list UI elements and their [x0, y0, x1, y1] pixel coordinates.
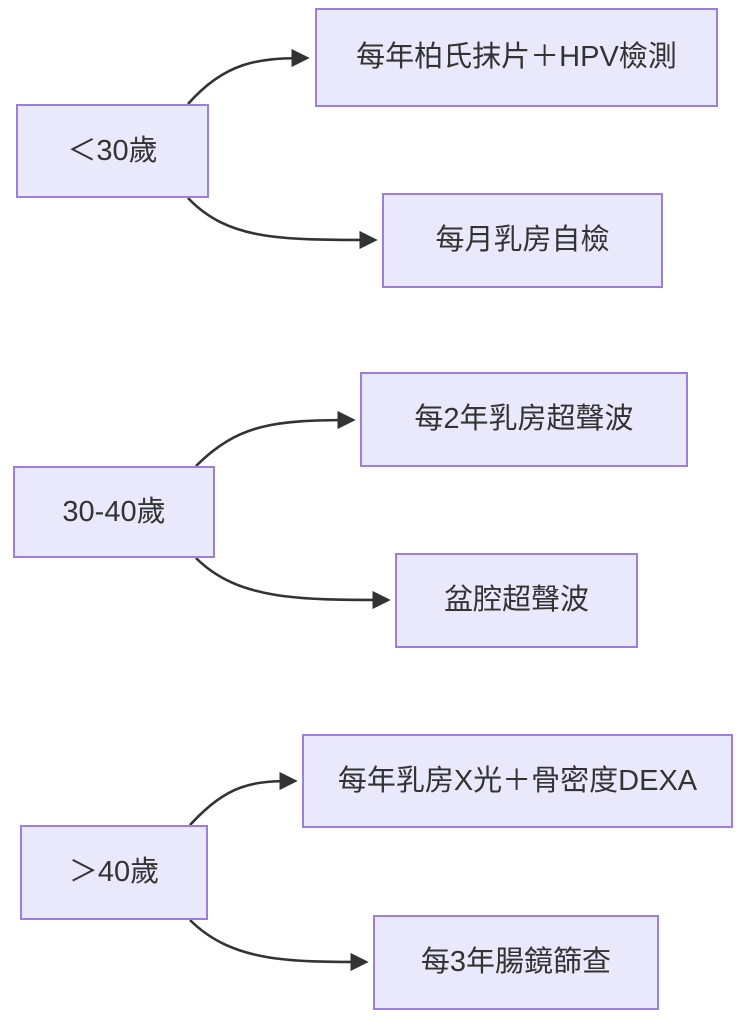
edge-over40-to-colonoscopy	[189, 919, 369, 972]
node-colonoscopy-3y: 每3年腸鏡篩查	[373, 915, 659, 1010]
edge-3040-to-breast-ultrasound	[195, 410, 356, 467]
edge-over40-to-mammo-dexa	[189, 771, 298, 826]
node-monthly-breast-self-exam: 每月乳房自檢	[382, 193, 663, 288]
node-annual-pap-hpv: 每年柏氏抹片＋HPV檢測	[315, 8, 718, 107]
node-breast-ultrasound-2y: 每2年乳房超聲波	[360, 372, 688, 467]
edge-under30-to-pap-hpv	[187, 48, 310, 105]
edge-under30-to-self-exam	[187, 197, 378, 250]
node-age-30-40: 30-40歲	[13, 466, 215, 558]
node-age-over-40: ＞40歲	[20, 825, 208, 920]
node-age-under-30: ＜30歲	[16, 104, 209, 198]
node-pelvic-ultrasound: 盆腔超聲波	[395, 553, 638, 648]
node-annual-mammo-dexa: 每年乳房X光＋骨密度DEXA	[302, 734, 733, 828]
edge-3040-to-pelvic-ultrasound	[195, 557, 391, 610]
